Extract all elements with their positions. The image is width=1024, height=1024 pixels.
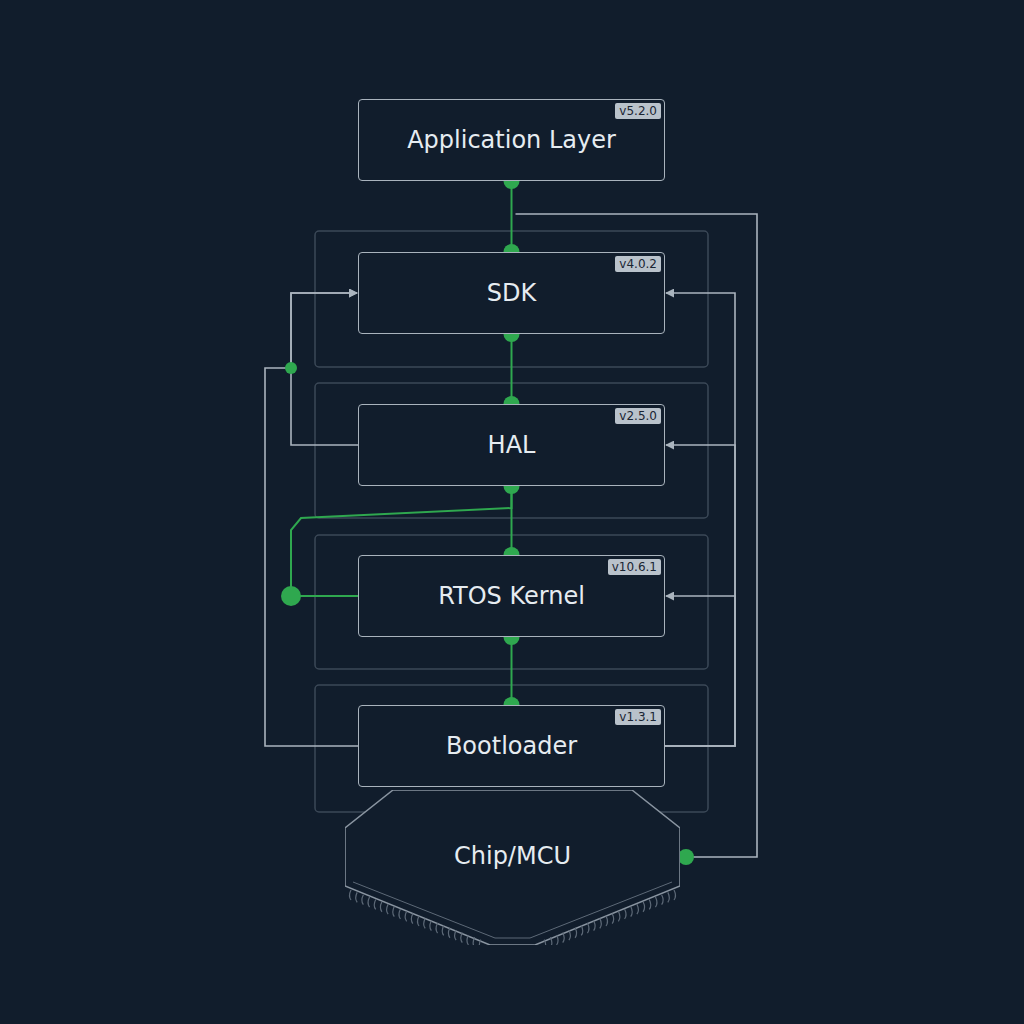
version-tag: v2.5.0 — [615, 408, 661, 424]
junction-dot — [285, 362, 297, 374]
connector — [291, 293, 358, 445]
layer-name: SDK — [487, 279, 536, 307]
version-tag: v5.2.0 — [615, 103, 661, 119]
layer-box: RTOS Kernel v10.6.1 — [358, 555, 665, 637]
version-tag: v4.0.2 — [615, 256, 661, 272]
layer-box: Bootloader v1.3.1 — [358, 705, 665, 787]
chip-node: Chip/MCU — [345, 790, 680, 945]
connector — [665, 596, 735, 746]
connector — [511, 334, 513, 404]
junction-dot — [678, 849, 694, 865]
connector — [665, 445, 735, 746]
connector — [665, 293, 735, 746]
layer-name: Chip/MCU — [454, 842, 571, 870]
layer-box: HAL v2.5.0 — [358, 404, 665, 486]
layer-box: SDK v4.0.2 — [358, 252, 665, 334]
connector — [265, 293, 358, 746]
junction-dot — [281, 586, 301, 606]
layer-name: RTOS Kernel — [438, 582, 585, 610]
layer-name: Application Layer — [407, 126, 616, 154]
connector — [511, 637, 513, 705]
layer-name: HAL — [488, 431, 536, 459]
version-tag: v1.3.1 — [615, 709, 661, 725]
version-tag: v10.6.1 — [608, 559, 661, 575]
connector — [511, 181, 513, 252]
layer-name: Bootloader — [446, 732, 577, 760]
layer-box: Application Layer v5.2.0 — [358, 99, 665, 181]
